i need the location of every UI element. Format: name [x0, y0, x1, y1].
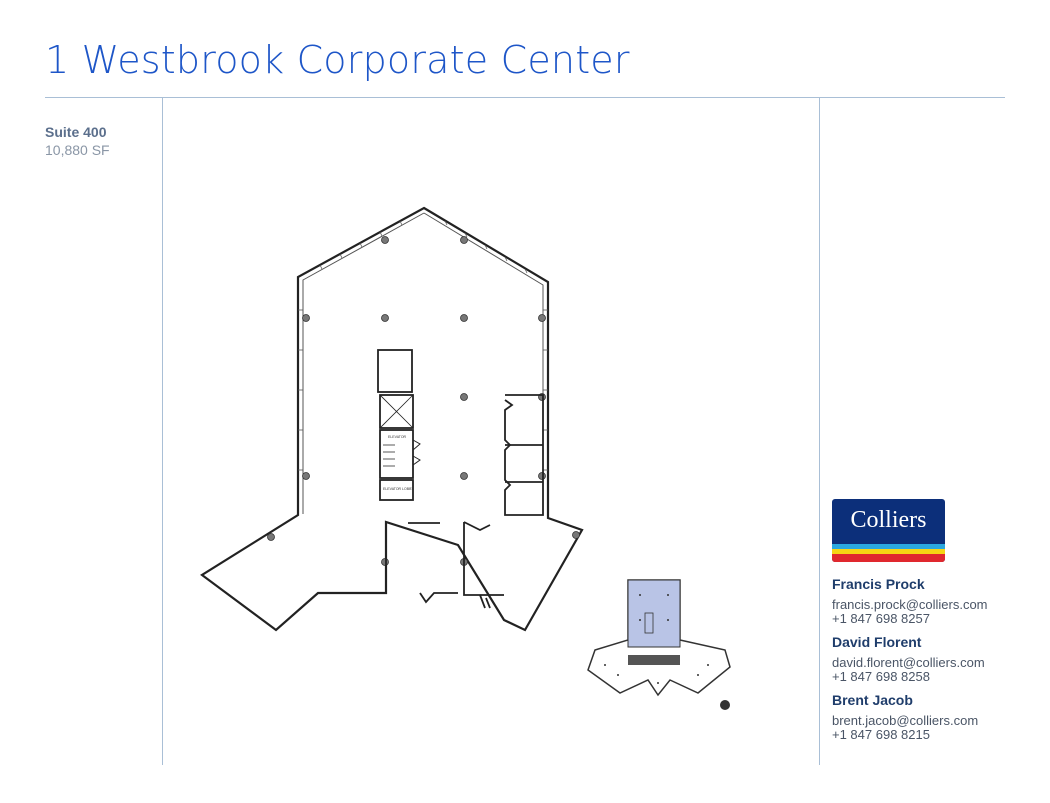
key-plan-highlight: [587, 579, 731, 697]
logo-text: Colliers: [850, 507, 927, 533]
right-column-divider: [819, 97, 820, 765]
logo-stripe-yellow: [832, 549, 945, 554]
contact-email[interactable]: francis.prock@colliers.com: [832, 597, 988, 612]
suite-name: Suite 400: [45, 124, 107, 140]
contacts: Francis Prock francis.prock@colliers.com…: [832, 576, 1032, 750]
outer-wall: [200, 206, 584, 632]
contact-phone: +1 847 698 8215: [832, 727, 930, 742]
elevator-lobby-label: ELEVATOR LOBBY: [383, 487, 414, 491]
left-column-divider: [162, 97, 163, 765]
logo-stripe-red: [832, 554, 945, 562]
contact-phone: +1 847 698 8258: [832, 669, 930, 684]
north-arrow-icon: [720, 700, 730, 710]
contact-email[interactable]: brent.jacob@colliers.com: [832, 713, 979, 728]
contact-name: David Florent: [832, 634, 922, 650]
contact-card: Francis Prock francis.prock@colliers.com…: [832, 576, 1032, 626]
contact-name: Francis Prock: [832, 576, 925, 592]
colliers-logo: Colliers: [832, 499, 945, 562]
page-title: 1 Westbrook Corporate Center: [45, 38, 630, 82]
key-plan: [587, 579, 731, 710]
contact-phone: +1 847 698 8257: [832, 611, 930, 626]
contact-email[interactable]: david.florent@colliers.com: [832, 655, 985, 670]
suite-size: 10,880 SF: [45, 142, 110, 158]
contact-card: David Florent david.florent@colliers.com…: [832, 634, 1032, 684]
header-divider: [45, 97, 1005, 98]
contact-name: Brent Jacob: [832, 692, 913, 708]
logo-stripe-blue: [832, 544, 945, 549]
contact-card: Brent Jacob brent.jacob@colliers.com +1 …: [832, 692, 1032, 742]
elevator-label: ELEVATOR: [388, 435, 407, 439]
floor-plan: ELEVATOR ELEVATOR LOBBY: [200, 206, 584, 632]
